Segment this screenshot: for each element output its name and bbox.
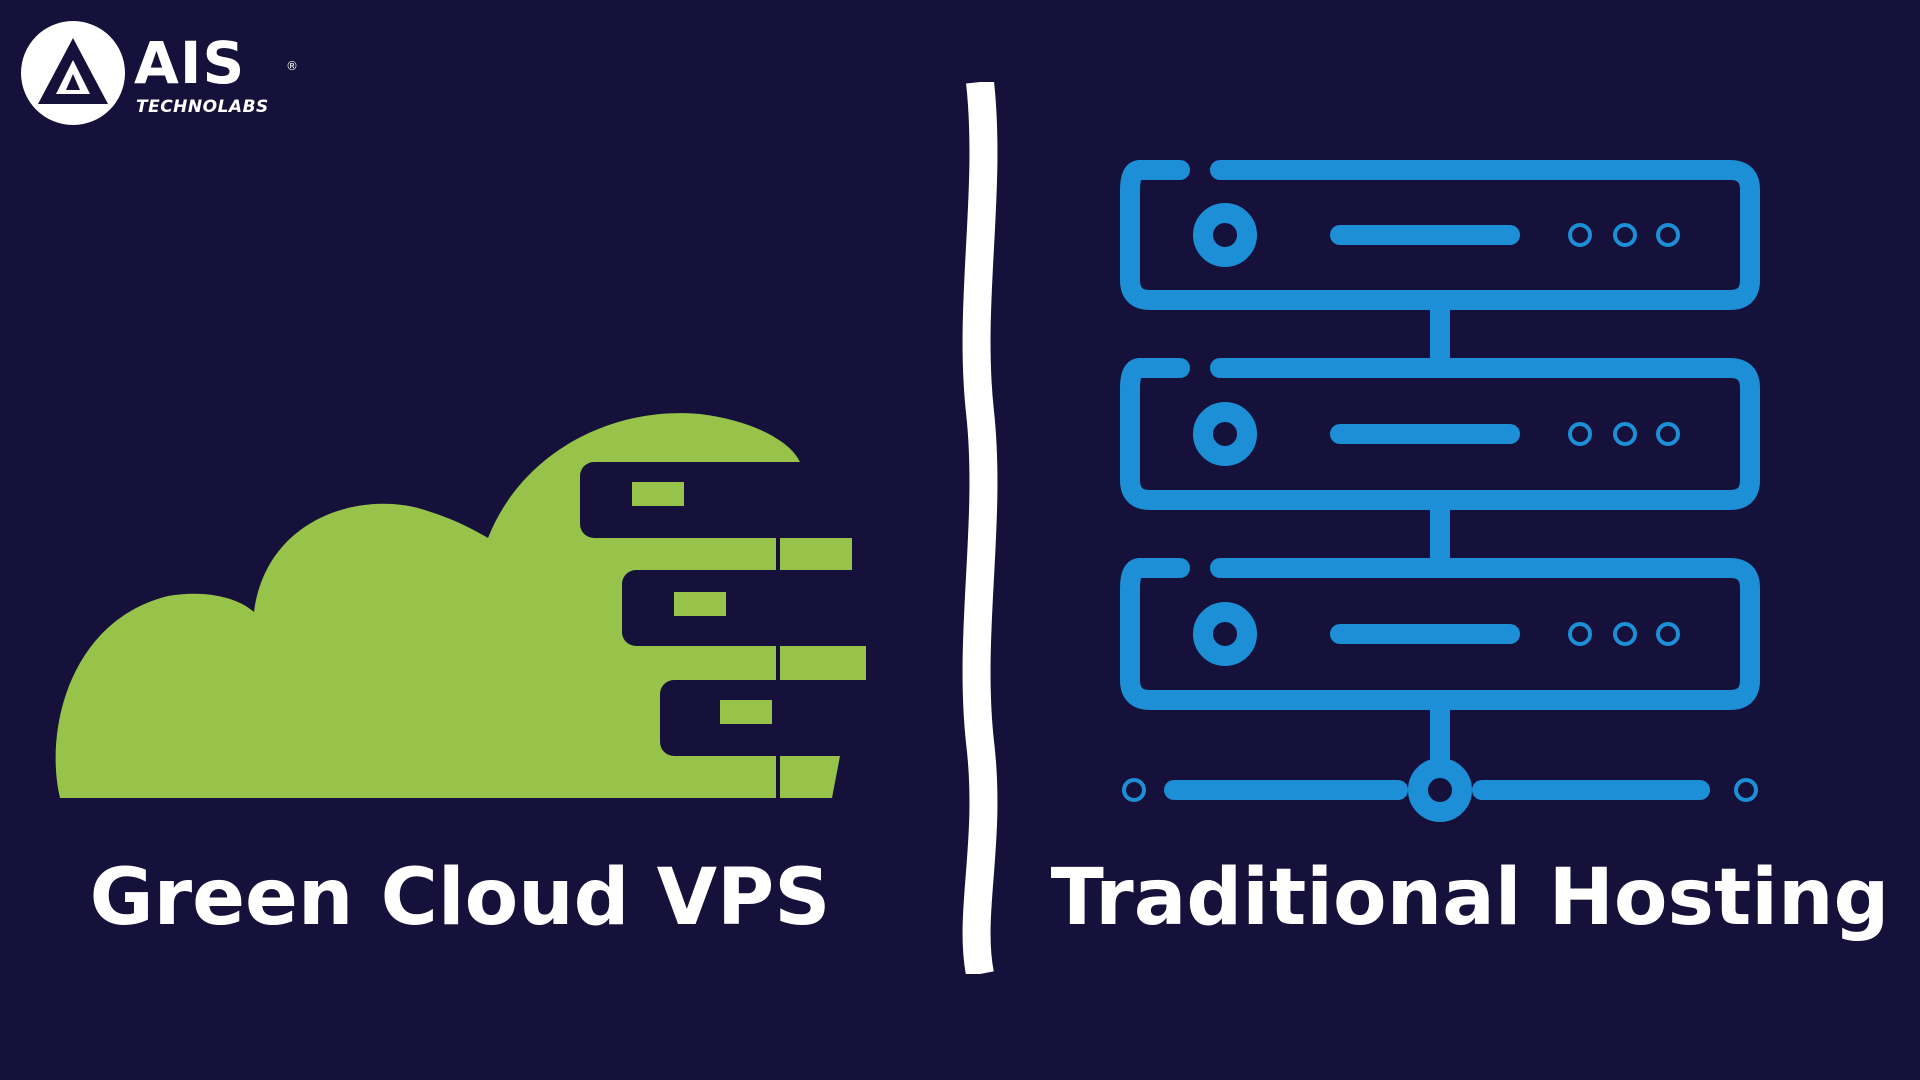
- server-rack-icon: [1120, 160, 1760, 822]
- registered-mark: ®: [286, 59, 298, 73]
- brand-name: AIS: [134, 29, 246, 97]
- ais-logo-icon: [21, 21, 125, 125]
- brand-logo: AIS ® TECHNOLABS: [20, 20, 298, 130]
- brand-tagline: TECHNOLABS: [136, 97, 269, 117]
- caption-green-cloud-vps: Green Cloud VPS: [89, 853, 831, 943]
- green-cloud-server-icon: [55, 413, 870, 798]
- caption-traditional-hosting: Traditional Hosting: [1050, 853, 1890, 943]
- wavy-divider: [962, 82, 998, 974]
